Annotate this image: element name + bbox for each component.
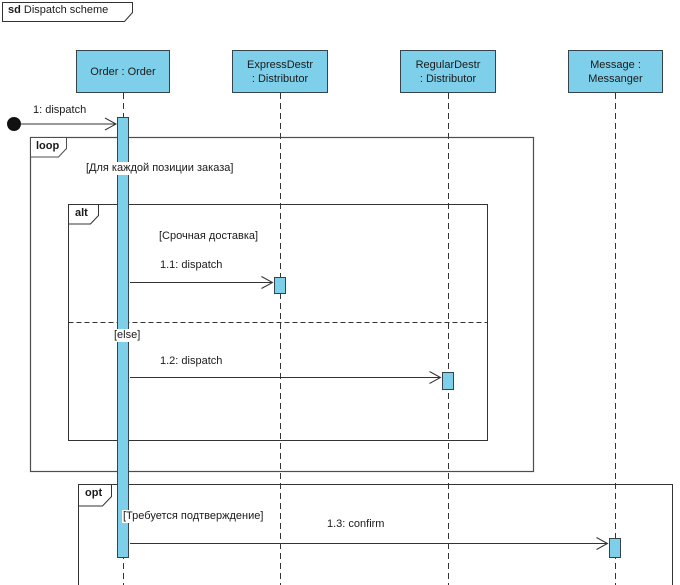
lifeline-order-label: Order : Order	[90, 65, 156, 78]
fragment-alt-operator-tab	[68, 204, 99, 225]
lifeline-head-expressdestr: ExpressDestr : Distributor	[232, 50, 328, 93]
fragment-opt-operator: opt	[85, 487, 103, 499]
frame-keyword: sd	[8, 4, 21, 16]
lifeline-expressdestr-label-line1: ExpressDestr	[246, 58, 314, 71]
activation-regulardestr	[442, 372, 454, 390]
fragment-alt-operator: alt	[75, 207, 88, 219]
activation-message	[609, 538, 621, 558]
loop-guard: [Для каждой позиции заказа]	[85, 162, 235, 175]
message-1-1-label: 1.1: dispatch	[160, 259, 223, 271]
opt-guard: [Требуется подтверждение]	[122, 510, 265, 523]
fragment-loop-operator: loop	[36, 140, 60, 152]
fragment-loop-border	[29, 136, 535, 473]
message-1-2-arrowhead-icon	[429, 371, 442, 384]
fragment-opt-border	[78, 484, 673, 585]
message-1-label: 1: dispatch	[33, 104, 87, 116]
message-1-3-arrowhead-icon	[596, 537, 609, 550]
fragment-opt-operator-tab	[78, 484, 112, 507]
frame-name: Dispatch scheme	[23, 4, 109, 16]
activation-expressdestr	[274, 277, 286, 294]
lifeline-message-label-line1: Message :	[590, 58, 641, 71]
frame-title: sd Dispatch scheme	[8, 4, 108, 16]
message-1-3-label: 1.3: confirm	[327, 518, 385, 530]
lifeline-head-message: Message : Messanger	[568, 50, 663, 93]
message-1-1-arrowhead-icon	[261, 276, 274, 289]
fragment-loop-operator-tab	[30, 137, 67, 158]
alt-guard-else: [else]	[113, 329, 142, 342]
message-1-arrowhead-icon	[104, 117, 118, 131]
lifeline-head-regulardestr: RegularDestr : Distributor	[400, 50, 496, 93]
alt-guard-urgent: [Срочная доставка]	[158, 230, 260, 243]
lifeline-message-label-line2: Messanger	[588, 72, 643, 85]
lifeline-regulardestr-label-line1: RegularDestr	[415, 58, 481, 71]
frame-tab-shape	[2, 2, 133, 22]
message-1-2-label: 1.2: dispatch	[160, 355, 223, 367]
lifeline-regulardestr-label-line2: : Distributor	[419, 72, 477, 85]
lifeline-expressdestr-label-line2: : Distributor	[251, 72, 309, 85]
found-message-circle	[7, 117, 21, 131]
lifeline-head-order: Order : Order	[76, 50, 170, 93]
